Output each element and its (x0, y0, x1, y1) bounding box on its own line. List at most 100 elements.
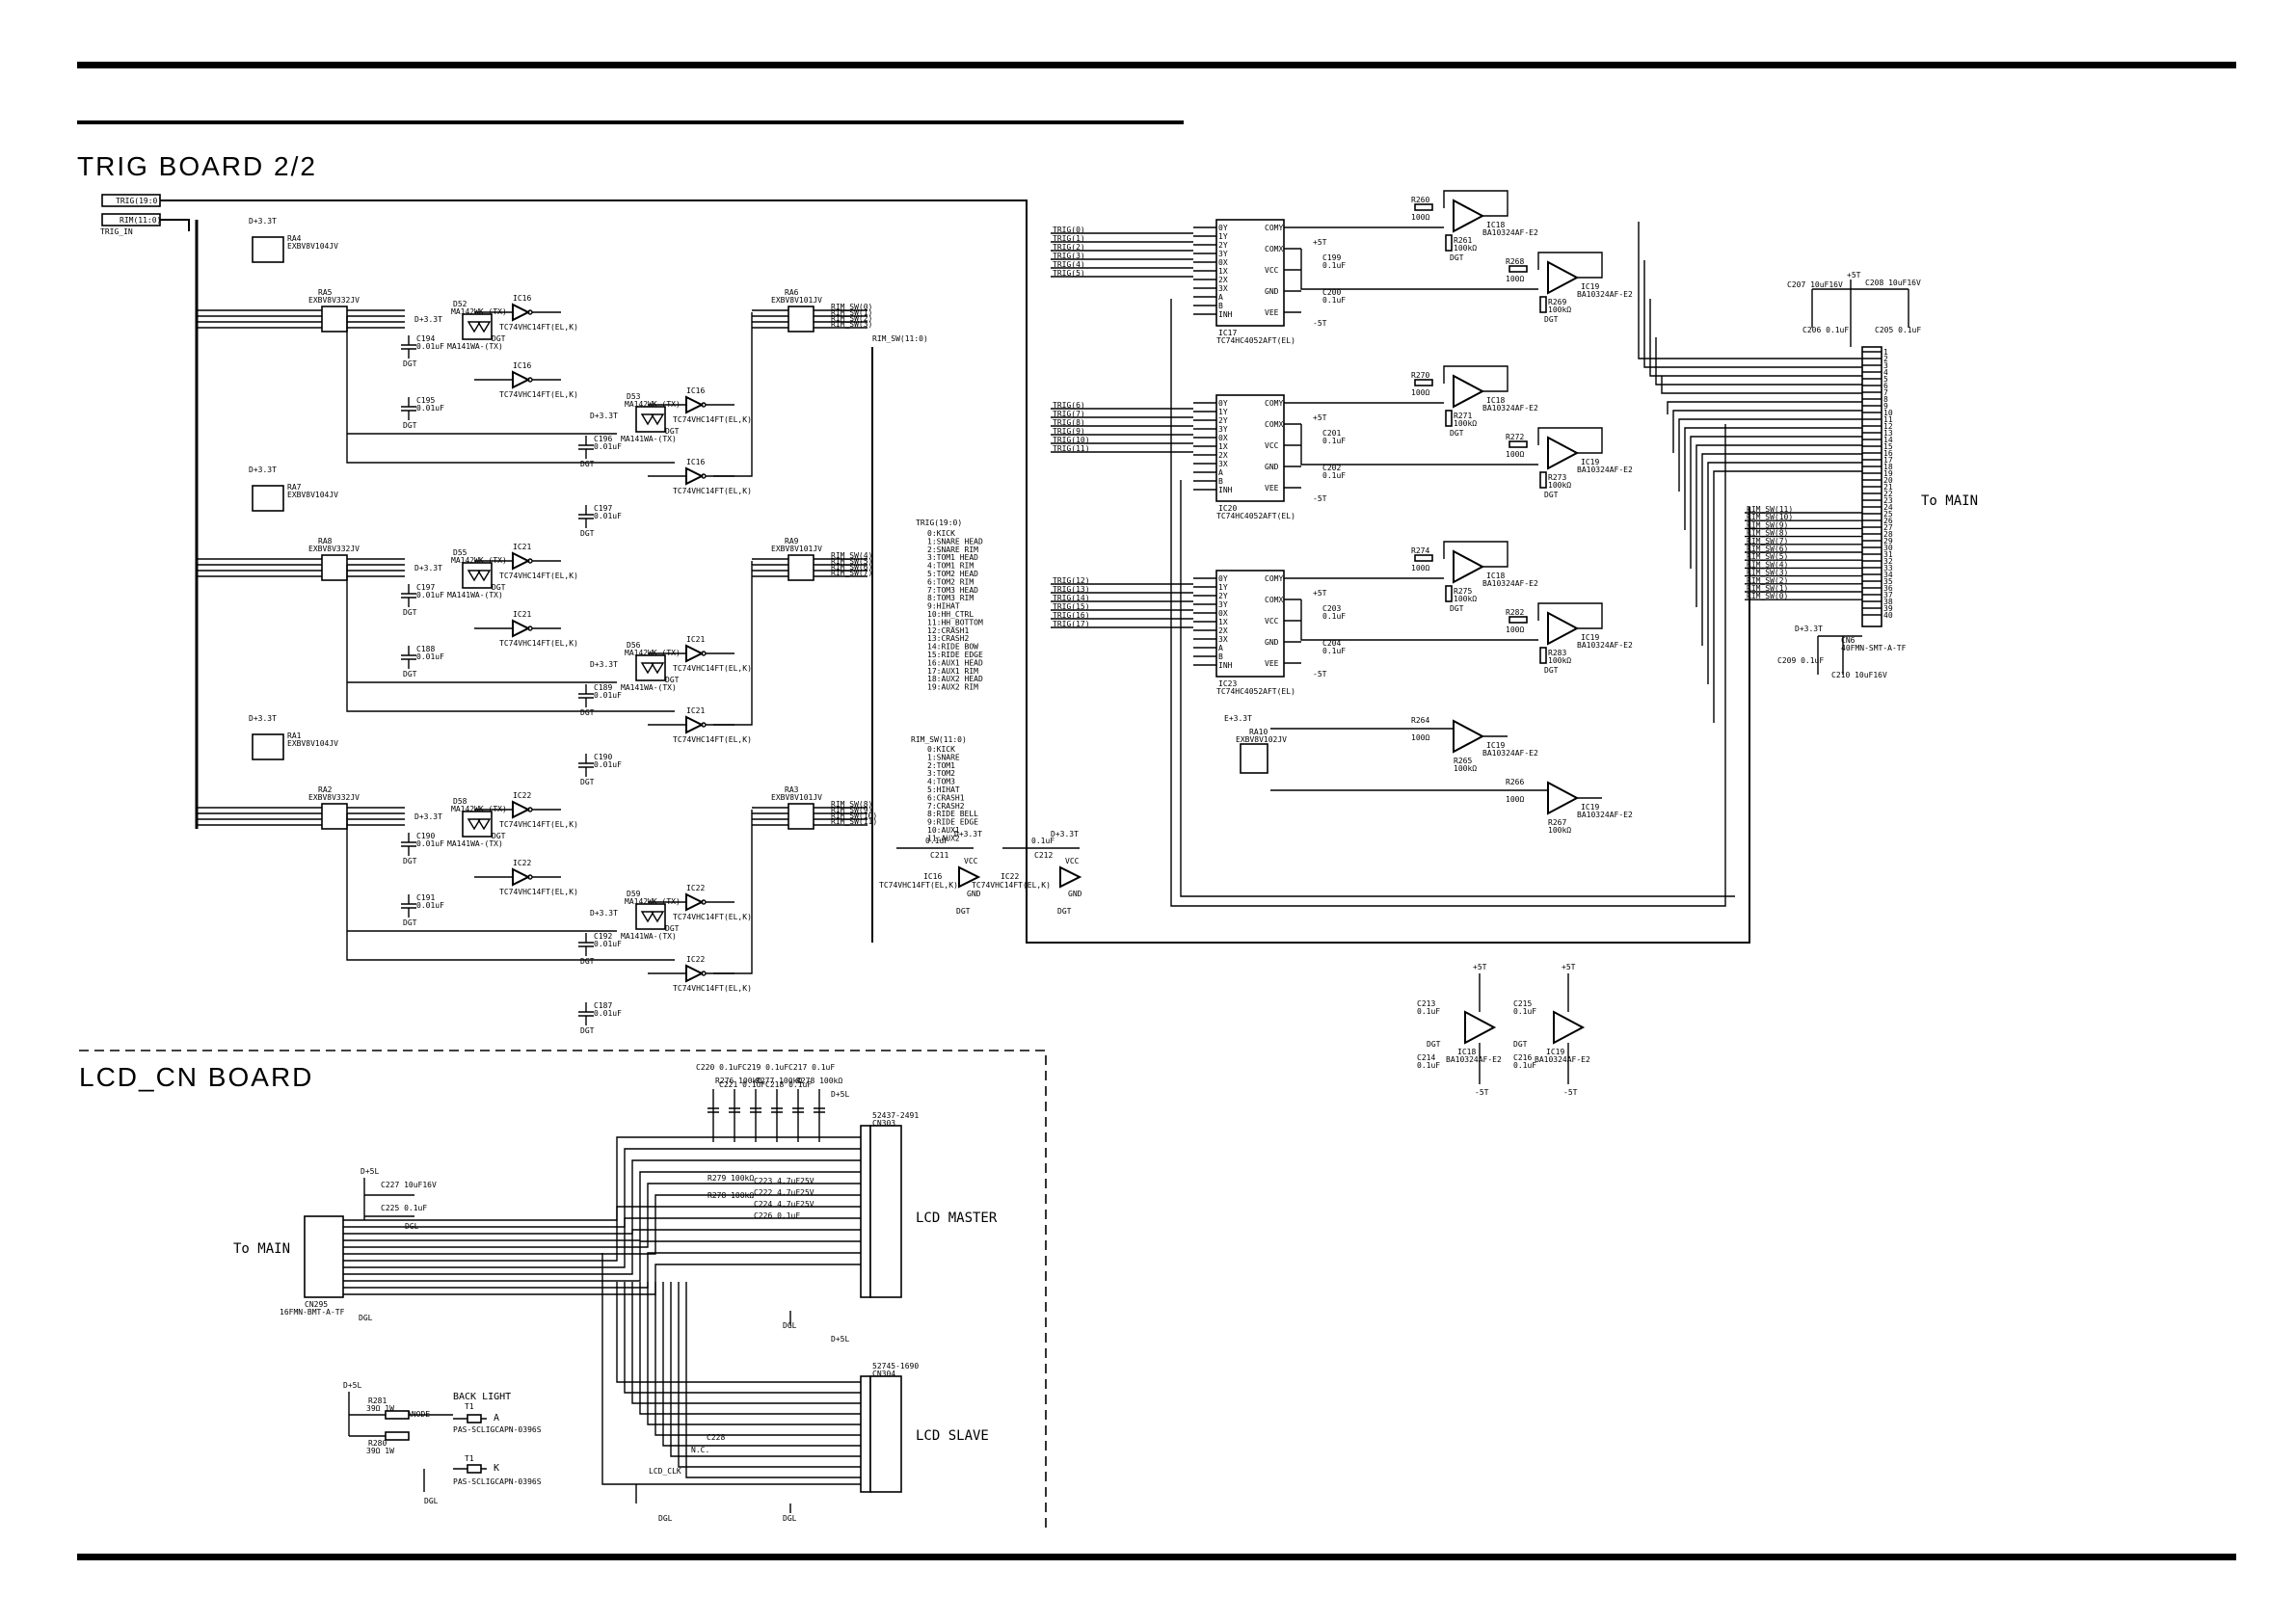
trig-list-item: 1:SNARE HEAD (927, 537, 983, 545)
diode-ground: DGT (492, 832, 506, 840)
lcd-clk-label: LCD_CLK (649, 1467, 681, 1476)
trig-list-header: TRIG(19:0) (916, 519, 962, 527)
cn6-cap-c205: C205 0.1uF (1875, 326, 1921, 334)
opamp-ref: IC18 (1486, 396, 1505, 405)
lcd-mid-cap: C226 0.1uF (754, 1211, 800, 1220)
diode-part: MA142WK-(TX) (625, 897, 681, 906)
c216-value: 0.1uF (1513, 1061, 1536, 1070)
mux-cap-value-b: 0.1uF (1322, 296, 1346, 305)
cap-value: 0.01uF (416, 652, 444, 661)
trig-bus-label: TRIG(19:0) (116, 197, 162, 205)
diode-part: MA142WK-(TX) (451, 805, 507, 813)
mid-d33t-a: D+3.3T (954, 830, 982, 838)
mux-pin-left: 2X (1218, 451, 1228, 460)
mux-vcc: +5T (1313, 238, 1327, 247)
diode-supply: D+3.3T (414, 315, 442, 324)
diode-ref: D52 (453, 300, 467, 308)
mid-vcc-b: VCC (1065, 857, 1080, 865)
opamp-ground: DGT (1450, 429, 1464, 438)
buffer-gate (512, 303, 531, 322)
trig-list-item: 15:RIDE EDGE (927, 651, 983, 659)
mid-gnd-b: GND (1068, 890, 1082, 898)
mux-vcc: +5T (1313, 589, 1327, 598)
cn6-pin-number: 3 (1883, 361, 1888, 370)
mux-pin-left: 0Y (1218, 224, 1228, 232)
mux-cap-value-b: 0.1uF (1322, 647, 1346, 655)
mux-pin-right: COMY (1265, 399, 1283, 408)
cn6-pin-number: 34 (1883, 571, 1893, 579)
lcd-mid-cap: C224 4.7uF25V (754, 1200, 814, 1209)
opamp-res-ref-b: R275 (1454, 587, 1472, 596)
in-array-part: EXBV8V332JV (308, 296, 360, 305)
ra10-part: EXBV8V102JV (1236, 735, 1287, 744)
cap-ref: C194 (416, 334, 435, 343)
lcd-master-label: LCD MASTER (916, 1211, 998, 1226)
cap-ground: DGT (580, 778, 595, 786)
buffer-ic-part: TC74VHC14FT(EL,K) (499, 572, 578, 580)
opamp-res-value-b: 100kΩ (1548, 656, 1571, 665)
lcd-board: To MAIN CN295 16FMN-BMT-A-TF D+5L C227 1… (79, 1050, 1047, 1532)
cap-value: 0.01uF (416, 404, 444, 412)
opamp-res-ref-b: R269 (1548, 298, 1566, 306)
opamp-symbol (1453, 549, 1485, 584)
diode-ground: DGT (492, 583, 506, 592)
mux-trig-label: TRIG(9) (1053, 427, 1085, 436)
cn6-pin-number: 32 (1883, 557, 1893, 566)
trig-list-item: 17:AUX1 RIM (927, 667, 978, 676)
cap-ref: C188 (416, 645, 435, 653)
mux-vee: -5T (1313, 494, 1327, 503)
opamp-res-ref-b: R271 (1454, 412, 1472, 420)
cap-ref: C197 (594, 504, 612, 513)
bypass-vcc-a: +5T (1473, 963, 1487, 971)
mux-ic-part: TC74HC4052AFT(EL) (1216, 687, 1295, 696)
diode-ground: DGT (665, 924, 680, 933)
lcd-gnd-e: DGL (783, 1321, 797, 1330)
cn6-cap-c210: C210 10uF16V (1831, 671, 1887, 679)
page-frame (77, 62, 2236, 1560)
opamp-res-ref-b: R261 (1454, 236, 1472, 245)
lcd-master-part: 52437-2491 (872, 1111, 919, 1120)
buffer-ic-ref: IC21 (513, 610, 531, 619)
cn6-pin-number: 38 (1883, 598, 1893, 606)
mux-pin-left: 3X (1218, 460, 1228, 468)
buffer-ic-part: TC74VHC14FT(EL,K) (673, 984, 752, 993)
cn6-rim-label: RIM_SW(11) (1747, 505, 1793, 514)
buffer-ic-ref: IC22 (686, 955, 705, 964)
mux-pin-left: 2X (1218, 276, 1228, 284)
t1-part-a: PAS-SCLIGCAPN-0396S (453, 1425, 542, 1434)
cn6-rim-label: RIM_SW(0) (1747, 592, 1788, 600)
diode-ref: D56 (627, 641, 641, 650)
opamp-part: BA10324AF-E2 (1482, 579, 1538, 588)
cn6-pin-number: 8 (1883, 395, 1888, 404)
mid-ic16-part: TC74VHC14FT(EL,K) (879, 881, 958, 890)
opamp-ref: IC19 (1581, 282, 1599, 291)
cn6-pin-number: 26 (1883, 517, 1893, 525)
lcd-top-cap: C217 0.1uF (788, 1063, 835, 1072)
mux-trig-label: TRIG(17) (1053, 620, 1090, 628)
buffer-ic-ref: IC22 (686, 884, 705, 892)
mux-vcc: +5T (1313, 413, 1327, 422)
cap-ground: DGT (580, 529, 595, 538)
lcd-slave-body (869, 1375, 902, 1493)
cn6-pin-number: 35 (1883, 577, 1893, 586)
diode-ref: D53 (627, 392, 641, 401)
cn6-supply-d33t: D+3.3T (1795, 625, 1823, 633)
buffer-ic-ref: IC21 (513, 543, 531, 551)
buffer-ic-part: TC74VHC14FT(EL,K) (499, 639, 578, 648)
lcd-slave-label: LCD SLAVE (916, 1428, 989, 1444)
mux-trig-label: TRIG(14) (1053, 594, 1090, 602)
rim-list-item: 6:CRASH1 (927, 793, 965, 802)
c228-label: C228 (707, 1433, 725, 1442)
mux-pin-left: 0X (1218, 609, 1228, 618)
opamp-ground: DGT (1544, 666, 1559, 675)
cn295-part: 16FMN-BMT-A-TF (280, 1308, 345, 1317)
cap-value: 0.01uF (594, 760, 622, 769)
diode-part-b: MA141WA-(TX) (447, 342, 503, 351)
buffer-ic-ref: IC16 (686, 458, 705, 466)
c216-ref: C216 (1513, 1053, 1532, 1062)
buffer-gate (512, 370, 531, 389)
main-connector: 1234567891011121314151617181920212223242… (1745, 271, 1978, 679)
mux-trig-label: TRIG(13) (1053, 585, 1090, 594)
mux-trig-label: TRIG(16) (1053, 611, 1090, 620)
